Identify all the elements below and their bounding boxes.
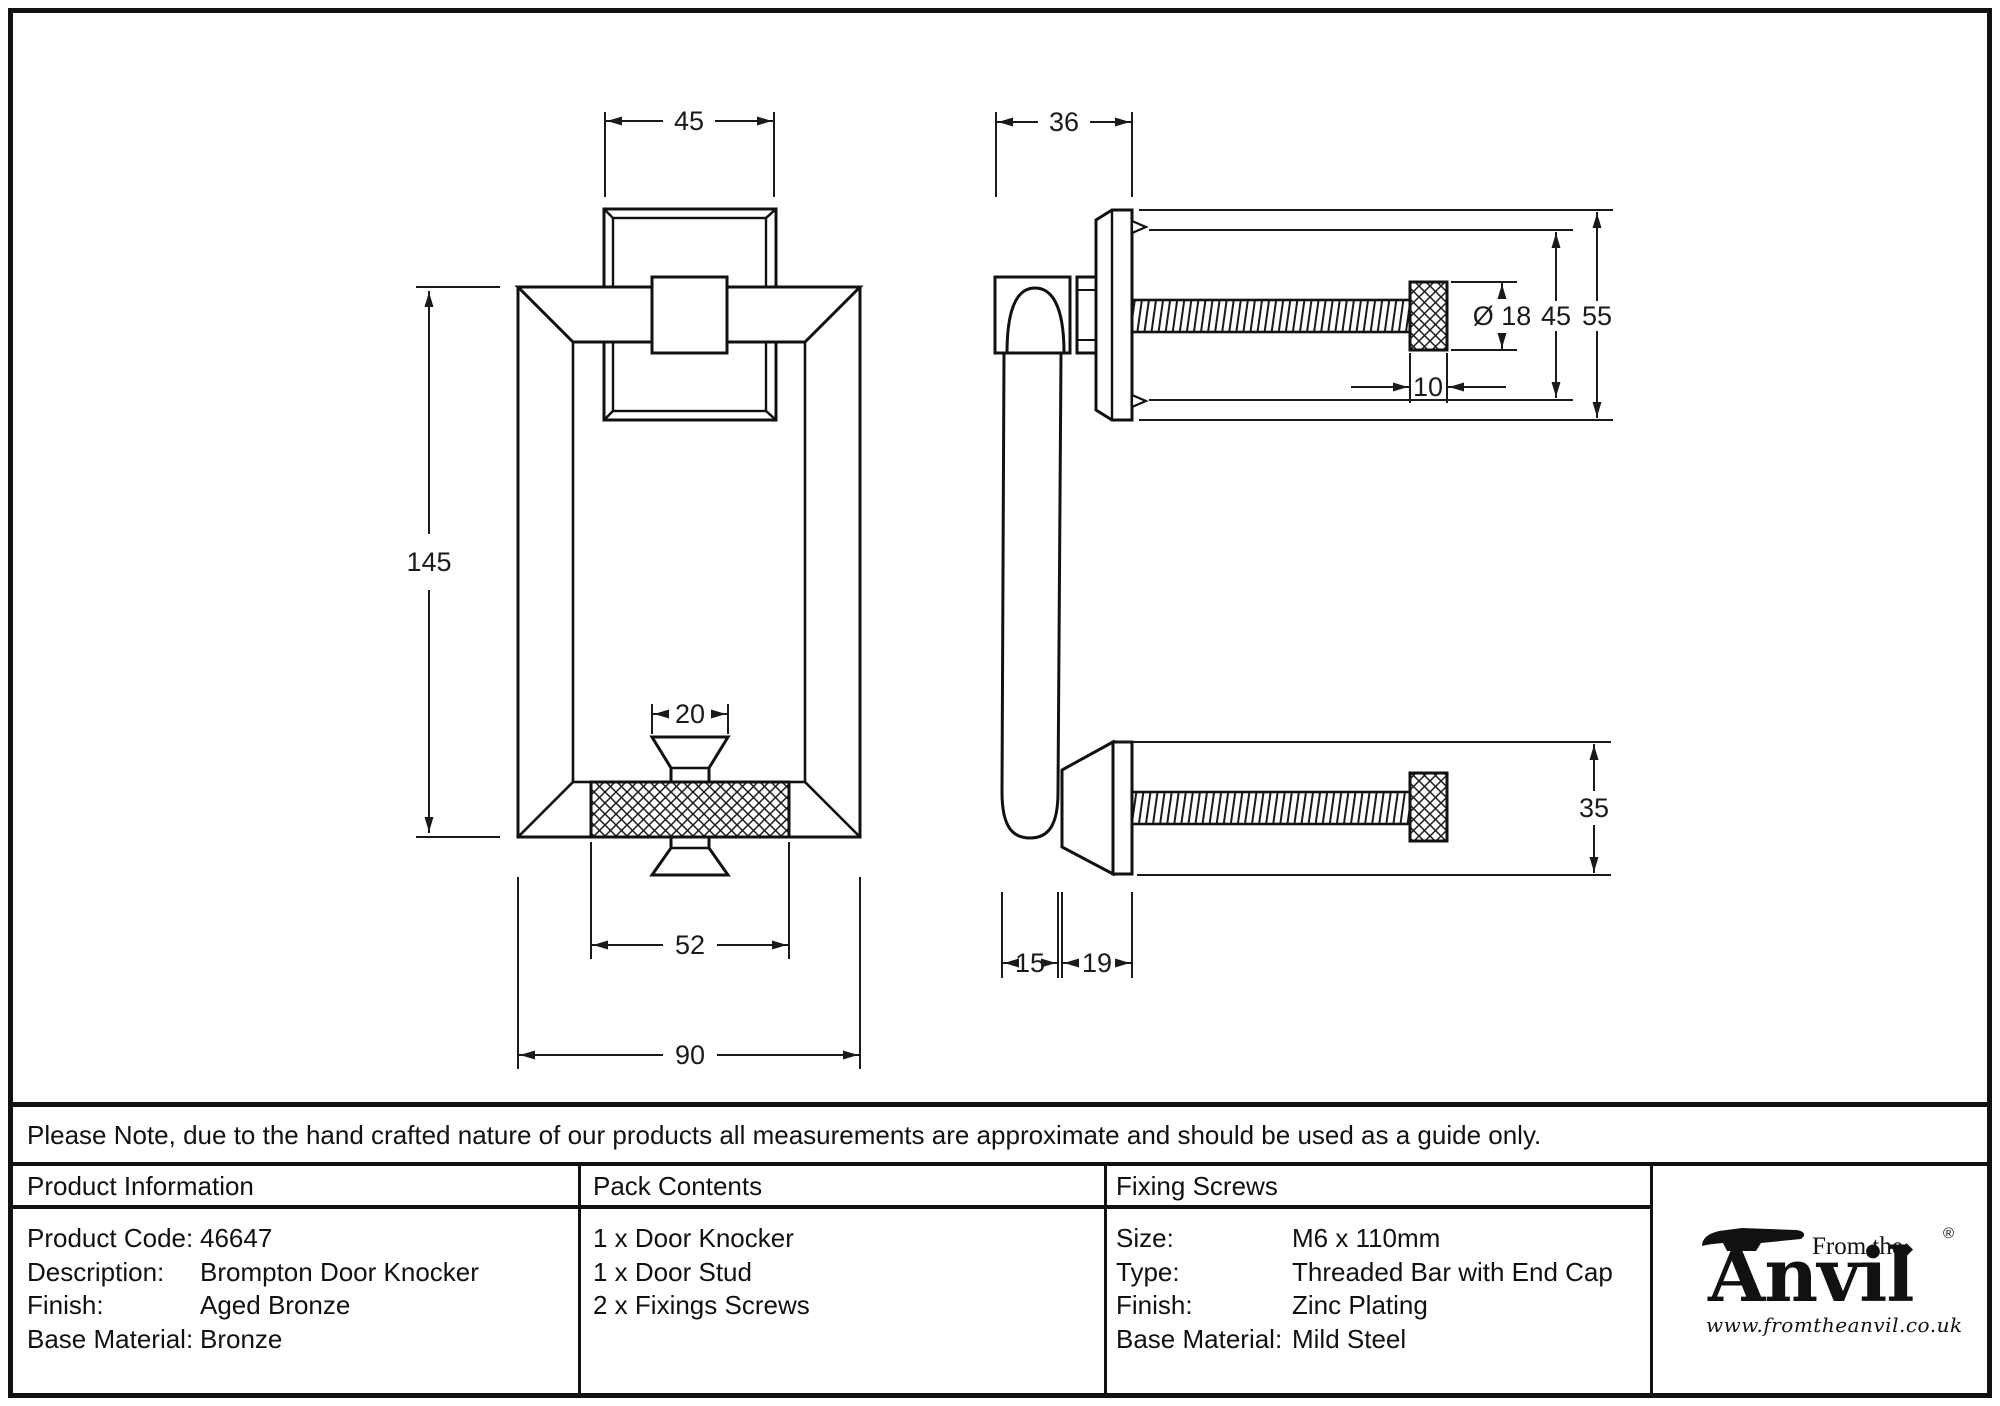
field-value: 46647 — [200, 1223, 273, 1253]
note-text: Please Note, due to the hand crafted nat… — [27, 1120, 1542, 1150]
dim-label-side-stud-depth: 19 — [1082, 948, 1112, 978]
dim-label-front-stud-width: 20 — [675, 699, 705, 729]
registered-mark: ® — [1943, 1225, 1955, 1242]
field-label: Type: — [1116, 1256, 1180, 1287]
dim-front-plate-width — [604, 112, 775, 197]
table-row: Product Code: 46647 — [27, 1222, 567, 1256]
end-cap-bottom — [1408, 771, 1449, 843]
divider-header-content — [13, 1205, 1650, 1209]
field-value: Aged Bronze — [200, 1290, 351, 1320]
divider-drawing-note — [13, 1102, 1987, 1107]
field-value: Mild Steel — [1292, 1323, 1407, 1354]
dim-side-cap-length — [1351, 353, 1506, 403]
screw-tip-top — [1130, 219, 1149, 235]
field-label: Finish: — [27, 1290, 104, 1320]
pack-contents-list: 1 x Door Knocker 1 x Door Stud 2 x Fixin… — [593, 1222, 1093, 1323]
front-view: 45 145 20 — [406, 106, 864, 1070]
table-row: Size: M6 x 110mm — [1116, 1222, 1641, 1256]
table-row: Finish: Zinc Plating — [1116, 1289, 1641, 1323]
field-label: Base Material: — [1116, 1323, 1283, 1354]
dim-side-stud-height — [1117, 741, 1611, 876]
threaded-bar-top — [1130, 298, 1412, 334]
dim-label-side-stud-height: 35 — [1579, 793, 1609, 823]
field-label: Description: — [27, 1256, 165, 1287]
dim-front-body-width — [517, 877, 861, 1069]
table-row: Base Material: Bronze — [27, 1323, 567, 1357]
field-label: Finish: — [1116, 1290, 1193, 1320]
dim-label-side-inner-height: 45 — [1541, 301, 1571, 331]
brand-logo: Anvil From the ◆ ® www.fromtheanvil.co.u… — [1700, 1225, 1970, 1340]
door-stud-base — [1111, 740, 1134, 876]
dim-label-side-projection: 36 — [1049, 107, 1079, 137]
dim-label-front-height: 145 — [406, 547, 451, 577]
divider-col-2 — [1104, 1162, 1107, 1393]
dim-front-height — [416, 286, 500, 838]
dim-side-cap-diameter — [1451, 281, 1517, 351]
pivot-block-front — [650, 275, 729, 355]
brand-name: Anvil — [1708, 1233, 1914, 1319]
table-row: Type: Threaded Bar with End Cap — [1116, 1256, 1641, 1290]
field-value: Brompton Door Knocker — [200, 1256, 479, 1287]
divider-col-1 — [578, 1162, 581, 1393]
door-stud-front — [649, 735, 731, 877]
dim-label-side-arm-depth: 15 — [1015, 948, 1045, 978]
header-product-information: Product Information — [27, 1171, 254, 1201]
dim-label-side-plate-height: 55 — [1582, 301, 1612, 331]
technical-drawing: 45 145 20 — [406, 106, 1613, 1070]
field-value: Bronze — [200, 1323, 283, 1354]
brand-tagline: From the — [1812, 1233, 1903, 1260]
side-view: 36 Ø 18 45 — [993, 107, 1613, 978]
anvil-icon — [1702, 1228, 1805, 1251]
dim-side-inner-height — [1149, 229, 1573, 401]
end-cap-top — [1408, 280, 1449, 352]
header-pack-contents: Pack Contents — [593, 1171, 763, 1201]
dim-front-knurl-width — [590, 842, 790, 959]
knurled-band — [589, 780, 791, 839]
threaded-bar-bottom — [1130, 790, 1412, 826]
dim-label-front-plate-width: 45 — [674, 106, 704, 136]
dim-side-arm-depth — [1001, 892, 1059, 978]
dim-label-front-knurl-width: 52 — [675, 930, 705, 960]
dim-front-stud-width — [651, 704, 729, 734]
knocker-arm-side — [1000, 351, 1063, 840]
hanging-plate-side — [1094, 208, 1134, 422]
field-value: Zinc Plating — [1292, 1290, 1428, 1320]
product-information-table: Product Code: 46647 Description: Brompto… — [27, 1222, 567, 1356]
brand-url: www.fromtheanvil.co.uk — [1706, 1313, 1963, 1337]
door-stud-cone — [1060, 739, 1115, 877]
screw-tip-bottom — [1130, 393, 1149, 409]
fixing-screws-table: Size: M6 x 110mm Type: Threaded Bar with… — [1116, 1222, 1641, 1356]
pivot-bracket — [1075, 275, 1098, 355]
field-value: M6 x 110mm — [1292, 1223, 1441, 1253]
header-fixing-screws: Fixing Screws — [1116, 1171, 1278, 1201]
field-label: Base Material: — [27, 1323, 194, 1354]
dim-label-side-cap-diameter: Ø 18 — [1473, 301, 1532, 331]
divider-note-header — [13, 1162, 1987, 1166]
dim-label-side-cap-length: 10 — [1413, 372, 1443, 402]
field-label: Product Code: — [27, 1223, 194, 1253]
dim-side-stud-depth — [1061, 892, 1133, 978]
divider-col-3 — [1650, 1162, 1653, 1393]
page-border — [8, 8, 1992, 1398]
list-item: 1 x Door Stud — [593, 1256, 752, 1287]
dim-side-plate-height — [1139, 209, 1613, 421]
dim-side-projection — [995, 112, 1133, 197]
table-row: Base Material: Mild Steel — [1116, 1323, 1641, 1357]
field-label: Size: — [1116, 1223, 1174, 1253]
list-item: 1 x Door Knocker — [593, 1223, 794, 1253]
field-value: Threaded Bar with End Cap — [1292, 1256, 1613, 1287]
diamond-icon: ◆ — [1900, 1239, 1914, 1258]
dim-label-front-body-width: 90 — [675, 1040, 705, 1070]
table-row: Finish: Aged Bronze — [27, 1289, 567, 1323]
list-item: 2 x Fixings Screws — [593, 1290, 810, 1320]
table-row: Description: Brompton Door Knocker — [27, 1256, 567, 1290]
